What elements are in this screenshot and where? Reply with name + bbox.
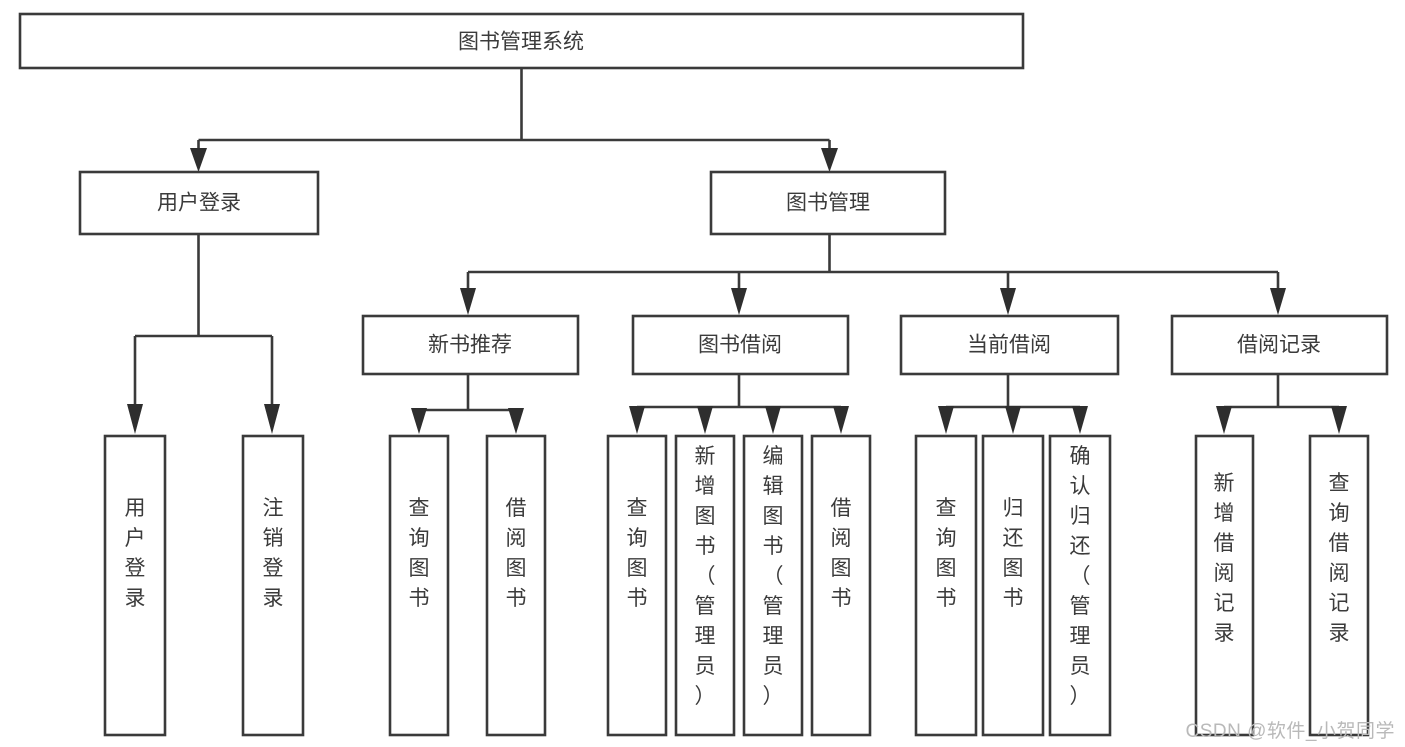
arrow-leaf-query-book-1 bbox=[411, 408, 427, 434]
node-root-box[interactable] bbox=[18, 12, 1025, 70]
csdn-watermark: CSDN @软件_小贺同学 bbox=[1185, 721, 1395, 742]
leaf-user-login[interactable]: 用户登录 bbox=[103, 434, 167, 737]
leaf-logout-login-box[interactable] bbox=[241, 434, 305, 737]
leaf-borrow-book-1-label: 借阅图书 bbox=[506, 497, 527, 610]
arrow-leaf-borrow-book-1 bbox=[508, 408, 524, 434]
leaf-logout-login-label: 注销登录 bbox=[263, 497, 284, 610]
leaf-query-book-1-box[interactable] bbox=[388, 434, 450, 737]
leaf-query-borrow-record-label: 查询借阅记录 bbox=[1329, 472, 1350, 645]
node-book-borrow-box[interactable] bbox=[631, 314, 850, 376]
arrow-leaf-user-login bbox=[127, 404, 143, 434]
arrow-book-borrow bbox=[731, 288, 747, 315]
leaf-query-book-1[interactable]: 查询图书 bbox=[388, 434, 450, 737]
leaf-query-book-3-label: 查询图书 bbox=[936, 497, 957, 610]
leaf-return-book-label: 归还图书 bbox=[1003, 497, 1024, 610]
node-borrow-record-box[interactable] bbox=[1170, 314, 1389, 376]
arrow-current-borrow bbox=[1000, 288, 1016, 315]
node-new-book-recommend-box[interactable] bbox=[361, 314, 580, 376]
leaf-return-book-box[interactable] bbox=[981, 434, 1045, 737]
leaf-user-login-box[interactable] bbox=[103, 434, 167, 737]
node-current-borrow[interactable]: 当前借阅 bbox=[899, 314, 1120, 376]
leaf-query-book-1-label: 查询图书 bbox=[409, 497, 430, 610]
leaf-add-book-admin-label: 新增图书（管理员） bbox=[695, 445, 716, 708]
arrow-leaf-add-borrow-record bbox=[1216, 406, 1232, 434]
arrow-borrow-record bbox=[1270, 288, 1286, 315]
node-current-borrow-box[interactable] bbox=[899, 314, 1120, 376]
arrow-leaf-confirm-return-admin bbox=[1072, 406, 1088, 434]
leaf-edit-book-admin-box[interactable] bbox=[742, 434, 804, 737]
arrow-to-user-login bbox=[190, 148, 207, 172]
node-book-management-label: 图书管理 bbox=[786, 192, 870, 215]
leaf-edit-book-admin[interactable]: 编辑图书（管理员） bbox=[742, 434, 804, 737]
node-user-login-label: 用户登录 bbox=[157, 192, 241, 215]
leaf-borrow-book-1[interactable]: 借阅图书 bbox=[485, 434, 547, 737]
leaf-query-borrow-record[interactable]: 查询借阅记录 bbox=[1308, 434, 1370, 737]
node-new-book-recommend[interactable]: 新书推荐 bbox=[361, 314, 580, 376]
leaf-user-login-label: 用户登录 bbox=[125, 497, 146, 610]
leaf-confirm-return-admin[interactable]: 确认归还（管理员） bbox=[1048, 434, 1112, 737]
node-root-label: 图书管理系统 bbox=[458, 31, 584, 54]
arrow-leaf-edit-book-admin bbox=[765, 406, 781, 434]
arrow-to-book-management bbox=[821, 148, 838, 172]
leaf-borrow-book-1-box[interactable] bbox=[485, 434, 547, 737]
leaf-query-book-3[interactable]: 查询图书 bbox=[914, 434, 978, 737]
node-root[interactable]: 图书管理系统 bbox=[18, 12, 1025, 70]
leaf-edit-book-admin-label: 编辑图书（管理员） bbox=[763, 445, 784, 708]
leaf-query-book-2-label: 查询图书 bbox=[627, 497, 648, 610]
leaf-add-book-admin-box[interactable] bbox=[674, 434, 736, 737]
node-borrow-record[interactable]: 借阅记录 bbox=[1170, 314, 1389, 376]
leaf-borrow-book-2-box[interactable] bbox=[810, 434, 872, 737]
leaf-return-book[interactable]: 归还图书 bbox=[981, 434, 1045, 737]
connector-layer bbox=[127, 68, 1347, 434]
node-book-borrow[interactable]: 图书借阅 bbox=[631, 314, 850, 376]
leaf-add-book-admin[interactable]: 新增图书（管理员） bbox=[674, 434, 736, 737]
node-user-login-box[interactable] bbox=[78, 170, 320, 236]
leaf-add-borrow-record-label: 新增借阅记录 bbox=[1214, 472, 1235, 645]
arrow-leaf-add-book-admin bbox=[697, 406, 713, 434]
leaf-borrow-book-2[interactable]: 借阅图书 bbox=[810, 434, 872, 737]
node-new-book-recommend-label: 新书推荐 bbox=[428, 334, 512, 357]
arrow-new-book-recommend bbox=[460, 288, 476, 315]
node-user-login[interactable]: 用户登录 bbox=[78, 170, 320, 236]
node-current-borrow-label: 当前借阅 bbox=[967, 334, 1051, 357]
leaf-borrow-book-2-label: 借阅图书 bbox=[831, 497, 852, 610]
arrow-leaf-query-book-3 bbox=[938, 406, 954, 434]
arrow-leaf-query-book-2 bbox=[629, 406, 645, 434]
leaf-add-borrow-record[interactable]: 新增借阅记录 bbox=[1194, 434, 1255, 737]
leaf-query-borrow-record-box[interactable] bbox=[1308, 434, 1370, 737]
leaf-query-book-2[interactable]: 查询图书 bbox=[606, 434, 668, 737]
leaf-confirm-return-admin-box[interactable] bbox=[1048, 434, 1112, 737]
arrow-leaf-return-book bbox=[1005, 406, 1021, 434]
arrow-leaf-query-borrow-record bbox=[1331, 406, 1347, 434]
node-book-management[interactable]: 图书管理 bbox=[709, 170, 947, 236]
leaf-logout-login[interactable]: 注销登录 bbox=[241, 434, 305, 737]
leaf-confirm-return-admin-label: 确认归还（管理员） bbox=[1070, 445, 1091, 708]
leaf-query-book-2-box[interactable] bbox=[606, 434, 668, 737]
arrow-leaf-borrow-book-2 bbox=[833, 406, 849, 434]
leaf-query-book-3-box[interactable] bbox=[914, 434, 978, 737]
node-book-borrow-label: 图书借阅 bbox=[698, 334, 782, 357]
node-borrow-record-label: 借阅记录 bbox=[1237, 334, 1321, 357]
arrow-leaf-logout-login bbox=[264, 404, 280, 434]
leaf-add-borrow-record-box[interactable] bbox=[1194, 434, 1255, 737]
node-book-management-box[interactable] bbox=[709, 170, 947, 236]
